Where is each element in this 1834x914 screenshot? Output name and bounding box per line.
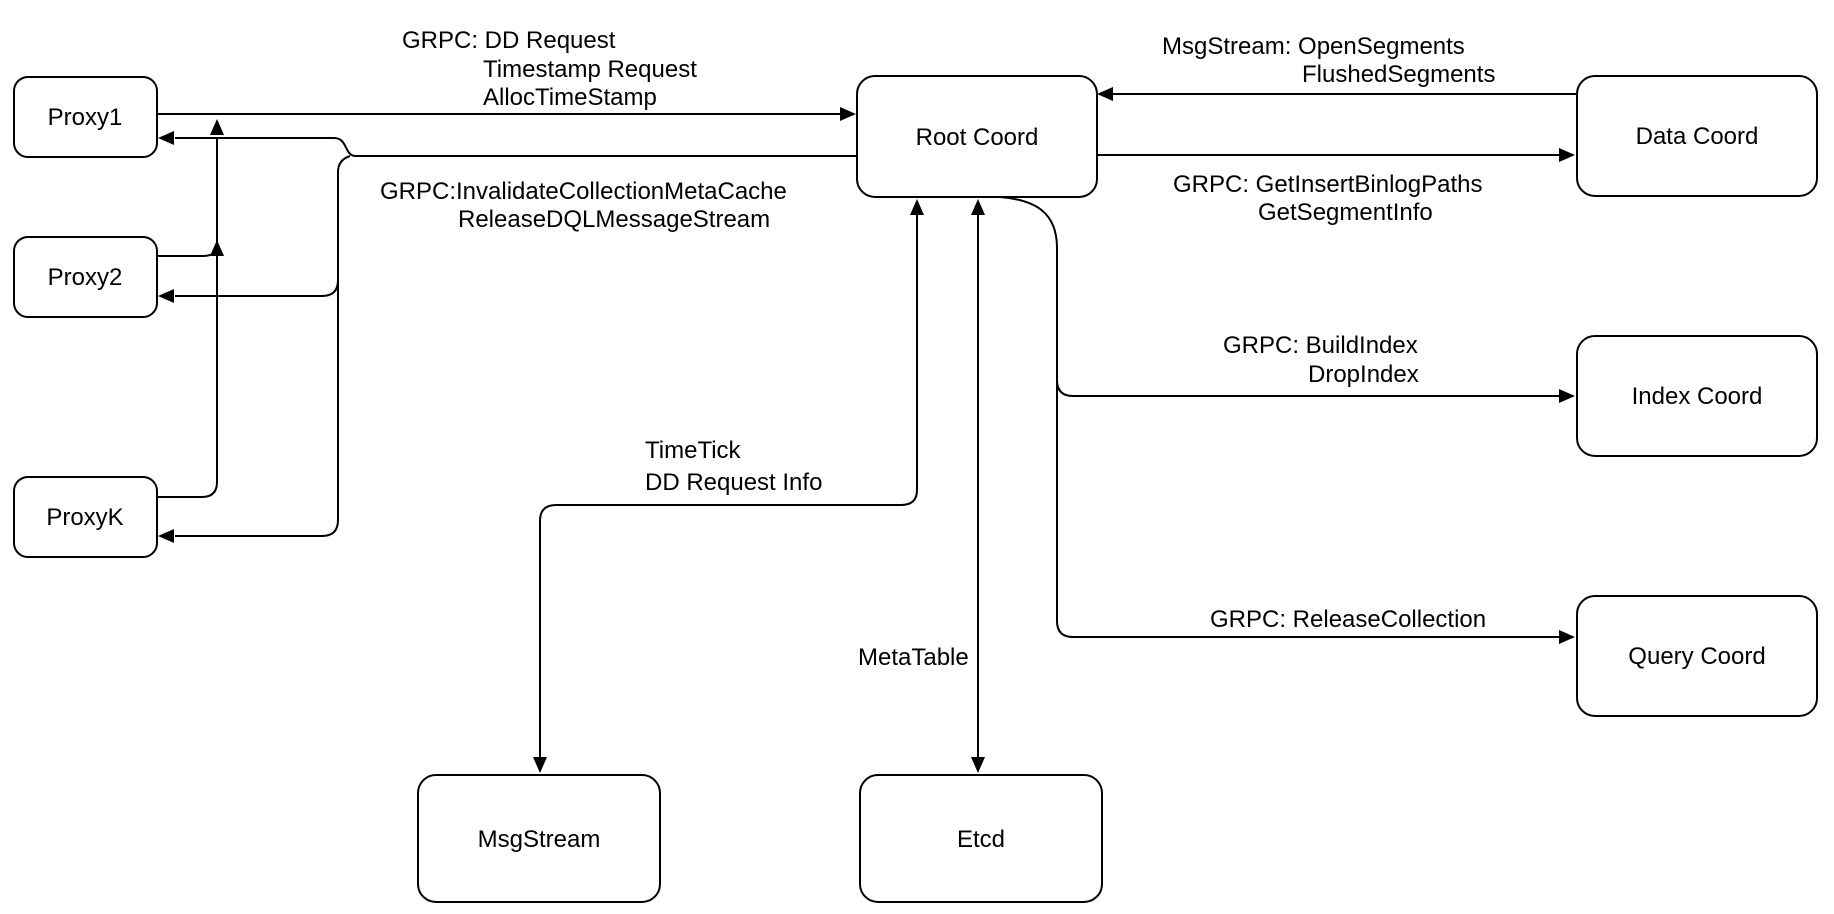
arrowhead-into-msgstream bbox=[533, 757, 547, 773]
edge-label-root-to-query: GRPC: ReleaseCollection bbox=[1210, 606, 1486, 633]
edge-label-invalidate-line2: ReleaseDQLMessageStream bbox=[458, 206, 770, 233]
edge-label-dd-request-line2: Timestamp Request bbox=[483, 56, 697, 83]
node-msgstream-shape[interactable] bbox=[417, 774, 661, 903]
edge-label-data-to-root: MsgStream: OpenSegments FlushedSegments bbox=[1162, 33, 1495, 88]
edge-label-root-to-index: GRPC: BuildIndex DropIndex bbox=[1223, 332, 1419, 388]
edge-label-buildindex-line1: GRPC: BuildIndex bbox=[1223, 332, 1418, 359]
node-query-coord[interactable]: Query Coord bbox=[1576, 595, 1818, 717]
arrowhead-into-indexcoord bbox=[1559, 389, 1575, 403]
node-proxy2-label: Proxy2 bbox=[48, 264, 123, 291]
edge-label-timetick-line2: DD Request Info bbox=[645, 469, 822, 496]
edge-label-invalidate-line1: GRPC:InvalidateCollectionMetaCache bbox=[380, 178, 787, 205]
edge-rootcoord-to-indexcoord[interactable] bbox=[1056, 379, 1559, 397]
arrowhead-into-proxyk bbox=[158, 529, 174, 543]
node-msgstream-label: MsgStream bbox=[478, 826, 601, 853]
edge-return-branch-proxy2[interactable] bbox=[175, 279, 339, 297]
edge-label-root-to-data: GRPC: GetInsertBinlogPaths GetSegmentInf… bbox=[1173, 171, 1482, 226]
edge-label-releasecollection: GRPC: ReleaseCollection bbox=[1210, 606, 1486, 633]
edge-label-timetick-line1: TimeTick bbox=[645, 437, 742, 464]
edge-label-opensegments-line2: FlushedSegments bbox=[1302, 61, 1495, 88]
edge-label-getinsert-line2: GetSegmentInfo bbox=[1258, 199, 1433, 226]
node-proxy2[interactable]: Proxy2 bbox=[13, 236, 158, 318]
edge-label-buildindex-line2: DropIndex bbox=[1308, 361, 1419, 388]
node-index-coord[interactable]: Index Coord bbox=[1576, 335, 1818, 457]
node-proxy2-shape[interactable] bbox=[13, 236, 158, 318]
node-root-coord-shape[interactable] bbox=[856, 75, 1098, 198]
node-query-coord-label: Query Coord bbox=[1628, 643, 1765, 670]
node-data-coord[interactable]: Data Coord bbox=[1576, 75, 1818, 197]
edge-label-metatable: MetaTable bbox=[858, 644, 969, 671]
node-proxyk-label: ProxyK bbox=[46, 504, 123, 531]
node-proxy1[interactable]: Proxy1 bbox=[13, 76, 158, 158]
arrowhead-into-rootcoord-right bbox=[1097, 87, 1113, 101]
node-proxy1-label: Proxy1 bbox=[48, 104, 123, 131]
edge-label-proxies-to-root: GRPC: DD Request Timestamp Request Alloc… bbox=[402, 27, 697, 111]
node-index-coord-label: Index Coord bbox=[1632, 383, 1763, 410]
node-proxyk-shape[interactable] bbox=[13, 476, 158, 558]
node-etcd[interactable]: Etcd bbox=[859, 774, 1103, 903]
node-data-coord-label: Data Coord bbox=[1636, 123, 1759, 150]
edge-label-dd-request-line1: GRPC: DD Request bbox=[402, 27, 616, 54]
node-query-coord-shape[interactable] bbox=[1576, 595, 1818, 717]
arrowhead-into-proxy1 bbox=[158, 131, 174, 145]
node-msgstream[interactable]: MsgStream bbox=[417, 774, 661, 903]
node-proxyk[interactable]: ProxyK bbox=[13, 476, 158, 558]
edge-label-getinsert-line1: GRPC: GetInsertBinlogPaths bbox=[1173, 171, 1482, 198]
arrowhead-into-etcd bbox=[971, 757, 985, 773]
edge-label-root-to-proxies: GRPC:InvalidateCollectionMetaCache Relea… bbox=[380, 178, 787, 233]
arrowhead-into-rootcoord-bottom-left bbox=[910, 199, 924, 215]
node-etcd-shape[interactable] bbox=[859, 774, 1103, 903]
arrowhead-into-proxy2 bbox=[158, 289, 174, 303]
edge-label-root-to-etcd: MetaTable bbox=[858, 644, 969, 671]
node-data-coord-shape[interactable] bbox=[1576, 75, 1818, 197]
edge-return-branch-proxyk[interactable] bbox=[175, 155, 351, 537]
arrowhead-into-rootcoord-bottom-right bbox=[971, 199, 985, 215]
edge-proxy2-merge[interactable] bbox=[157, 242, 218, 257]
arrowhead-proxyk-merge-up bbox=[210, 119, 224, 135]
node-proxy1-shape[interactable] bbox=[13, 76, 158, 158]
node-root-coord-label: Root Coord bbox=[916, 124, 1039, 151]
edge-label-opensegments-line1: MsgStream: OpenSegments bbox=[1162, 33, 1465, 60]
edge-rootcoord-to-proxy1[interactable] bbox=[175, 137, 857, 157]
arrowhead-into-datacoord bbox=[1559, 148, 1575, 162]
edge-proxyk-merge[interactable] bbox=[157, 137, 218, 498]
edge-label-dd-request-line3: AllocTimeStamp bbox=[483, 84, 657, 111]
edge-label-root-to-msgstream: TimeTick DD Request Info bbox=[645, 437, 822, 496]
arrowhead-into-rootcoord-left bbox=[840, 107, 856, 121]
edge-rootcoord-to-msgstream[interactable] bbox=[539, 215, 918, 757]
node-root-coord[interactable]: Root Coord bbox=[856, 75, 1098, 198]
node-index-coord-shape[interactable] bbox=[1576, 335, 1818, 457]
arrowhead-into-querycoord bbox=[1559, 630, 1575, 644]
node-etcd-label: Etcd bbox=[957, 826, 1005, 853]
edge-rootcoord-to-querycoord[interactable] bbox=[999, 196, 1559, 638]
